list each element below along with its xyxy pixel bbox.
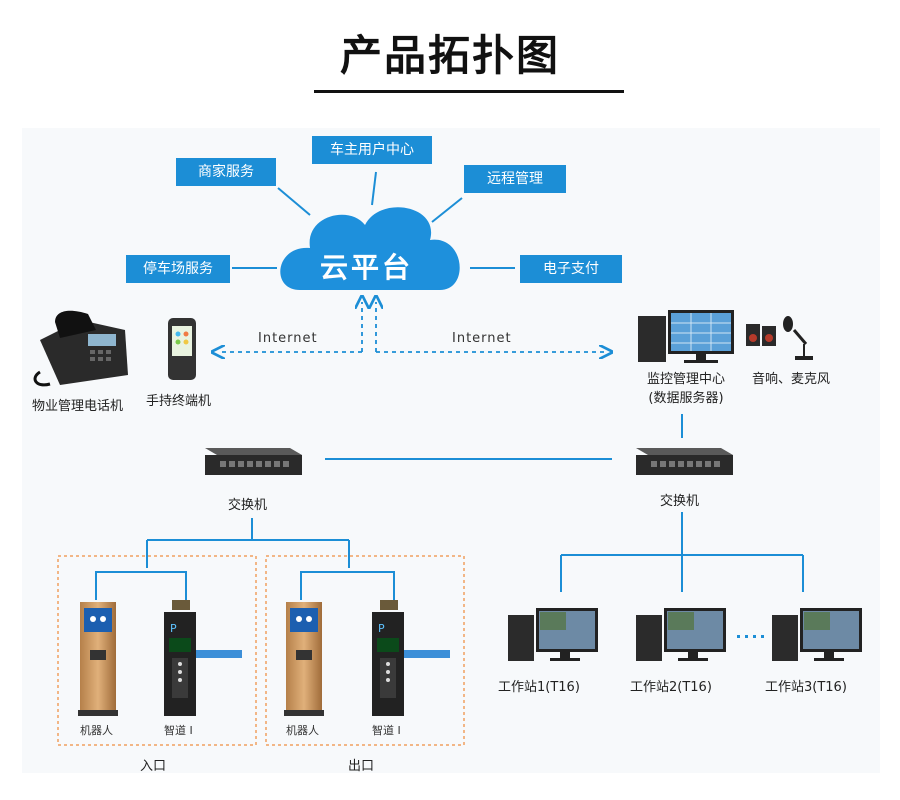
exit-gate-label: 智道 I: [372, 724, 401, 737]
svg-text:P: P: [170, 622, 177, 635]
monitor-label-line1: 监控管理中心: [646, 372, 725, 387]
workstation-3-label: 工作站3(T16): [765, 680, 847, 695]
audio-label: 音响、麦克风: [752, 372, 831, 387]
workstation-icon: [636, 608, 726, 661]
desk-phone-icon: [33, 310, 128, 387]
internet-label-right: Internet: [452, 331, 512, 346]
phone-label: 物业管理电话机: [32, 399, 124, 414]
robot-kiosk-icon: [284, 602, 324, 716]
page-title: 产品拓扑图: [339, 31, 560, 80]
workstation-icon: [772, 608, 862, 661]
service-tag-payment: 电子支付: [520, 255, 622, 283]
internet-links: [218, 302, 606, 352]
switch-left-icon: [205, 448, 302, 475]
network-lines: [95, 414, 804, 600]
switch-right-icon: [636, 448, 733, 475]
monitor-label-line2: (数据服务器): [648, 391, 724, 406]
connector-merchant: [277, 187, 311, 216]
robot-kiosk-icon: [78, 602, 118, 716]
workstation-2-label: 工作站2(T16): [630, 680, 712, 695]
gate-barrier-icon: P: [372, 600, 450, 716]
connector-owner-center: [371, 171, 377, 206]
switch-left-label: 交换机: [228, 498, 268, 513]
service-tag-remote: 远程管理: [464, 165, 566, 193]
internet-label-left: Internet: [258, 331, 318, 346]
speaker-mic-icon: [746, 316, 813, 360]
service-tag-parking: 停车场服务: [126, 255, 230, 283]
title-underline: [314, 90, 624, 93]
exit-zone-label: 出口: [348, 759, 375, 774]
cloud-icon: [280, 207, 460, 290]
service-tag-owner-center: 车主用户中心: [312, 136, 432, 164]
svg-text:P: P: [378, 622, 385, 635]
workstation-1-label: 工作站1(T16): [498, 680, 580, 695]
service-tag-merchant: 商家服务: [176, 158, 276, 186]
exit-robot-label: 机器人: [286, 724, 319, 737]
entrance-gate-label: 智道 I: [164, 724, 193, 737]
entrance-zone-label: 入口: [140, 759, 167, 774]
gate-barrier-icon: P: [164, 600, 242, 716]
service-connectors: [232, 171, 515, 269]
entrance-robot-label: 机器人: [80, 724, 113, 737]
monitoring-center-icon: [638, 310, 734, 363]
cloud-platform-label: 云平台: [320, 251, 414, 284]
handheld-terminal-icon: [168, 318, 196, 380]
switch-right-label: 交换机: [660, 494, 700, 509]
entrance-zone-box: [57, 555, 257, 746]
connector-remote: [431, 197, 463, 223]
workstation-icon: [508, 608, 598, 661]
handheld-label: 手持终端机: [146, 394, 212, 409]
ellipsis-dots: [737, 635, 764, 638]
exit-zone-box: [265, 555, 465, 746]
